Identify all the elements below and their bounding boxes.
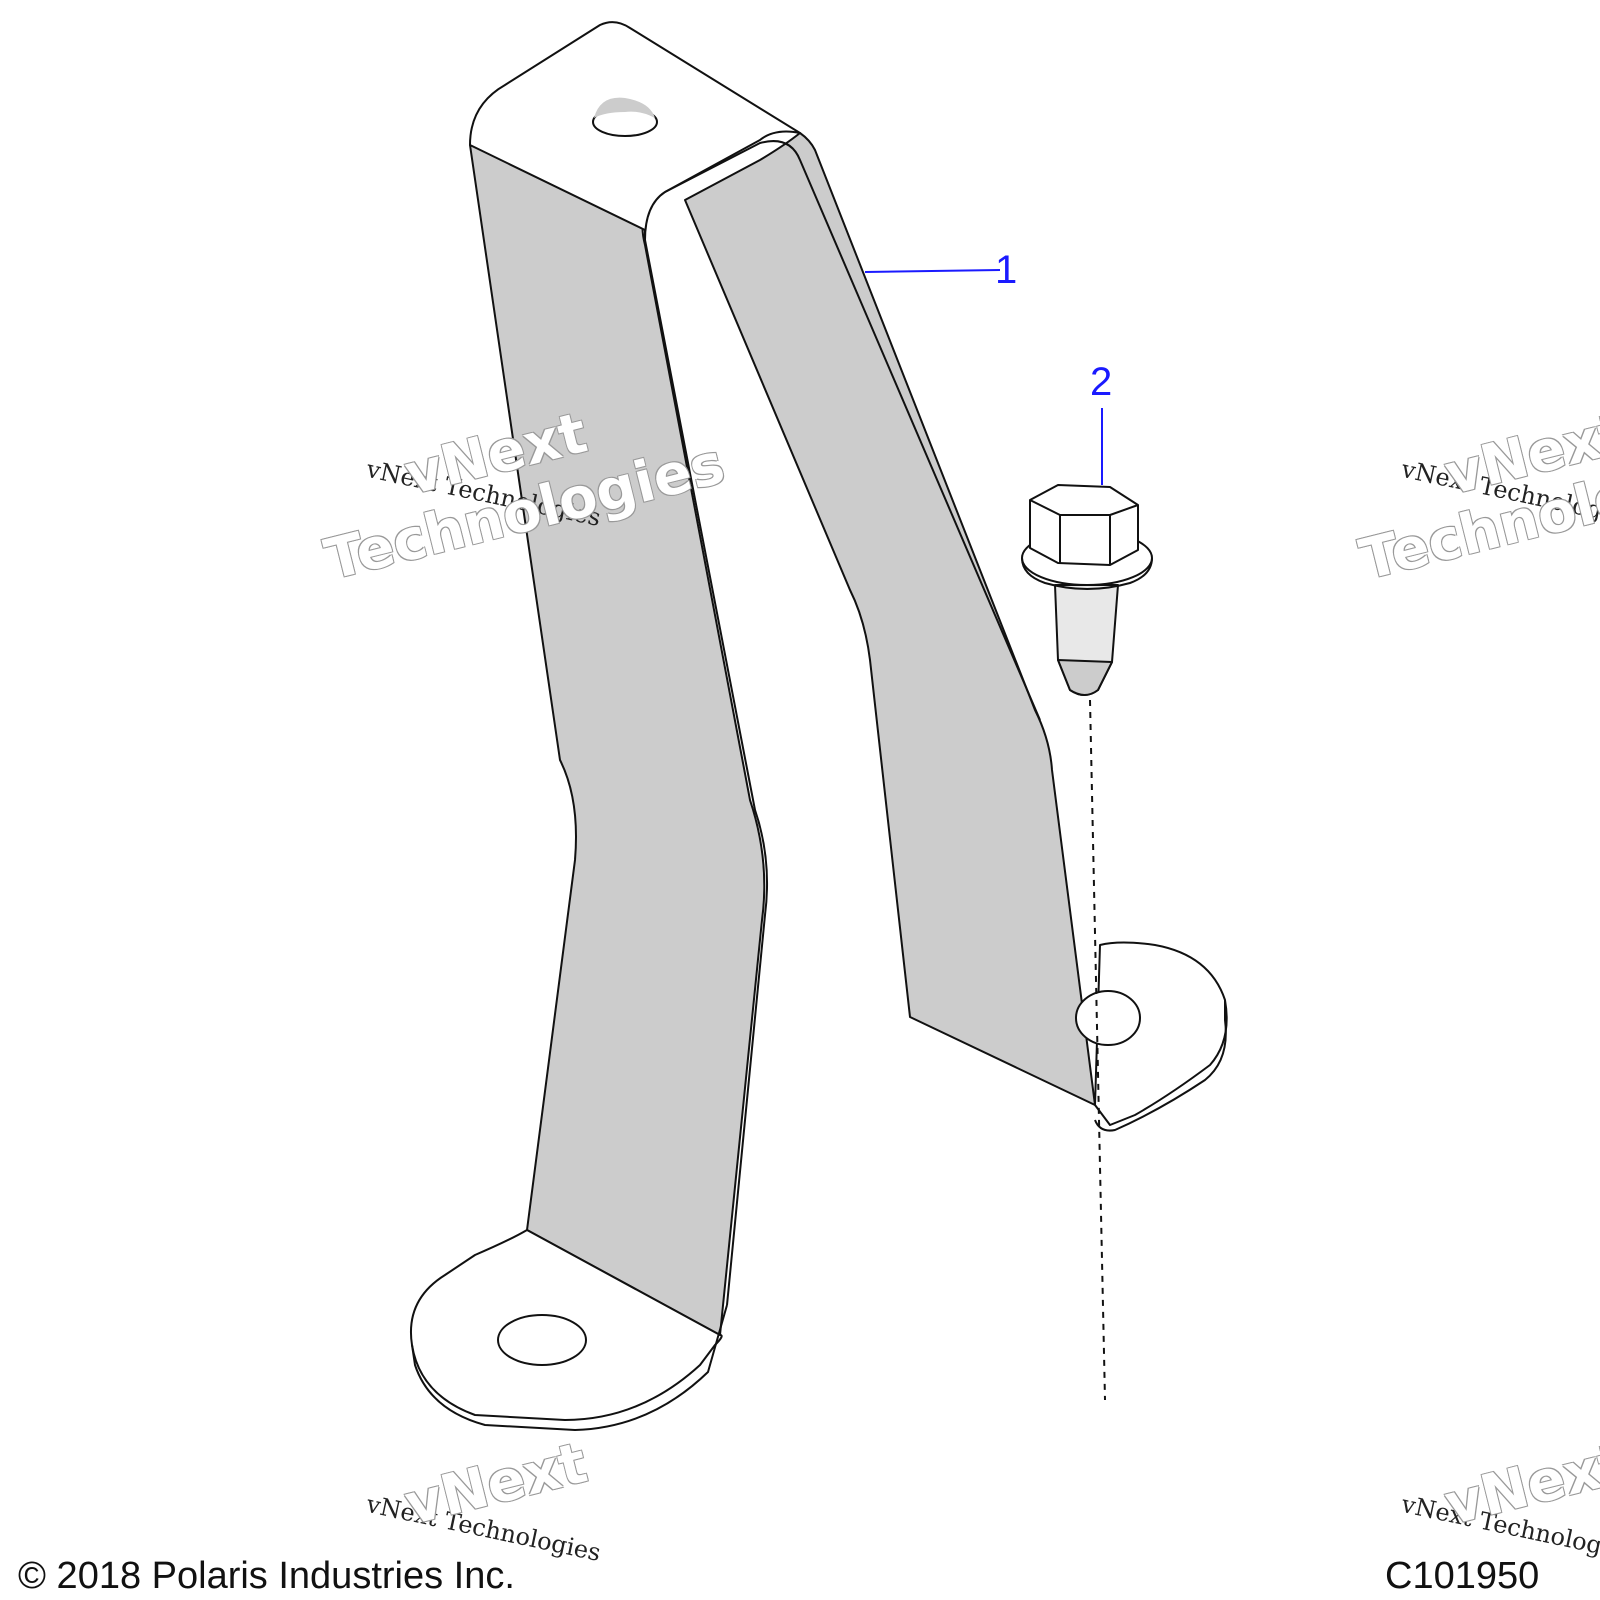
bracket-left-leg xyxy=(469,144,766,1336)
annotations xyxy=(864,269,1106,1401)
bolt-flange-edge xyxy=(1021,557,1153,590)
leader-line-1 xyxy=(864,269,1001,273)
bracket-right-foot-edge xyxy=(1094,1000,1227,1132)
bracket-left-edge xyxy=(644,239,769,1306)
bracket-left-foot-edge xyxy=(411,1304,728,1431)
bracket-part[interactable] xyxy=(410,21,1228,1431)
bolt-part[interactable] xyxy=(1021,484,1153,696)
callout-2[interactable]: 2 xyxy=(1090,360,1113,404)
bolt-hex-head xyxy=(1029,484,1139,566)
callout-1[interactable]: 1 xyxy=(995,248,1018,292)
bracket-hole-top-shade xyxy=(594,97,655,118)
bracket-inner-edge xyxy=(664,140,1041,721)
bolt-hex-edges xyxy=(1029,499,1139,565)
copyright-text: © 2018 Polaris Industries Inc. xyxy=(18,1555,515,1597)
bolt-tip-shade xyxy=(1057,659,1113,696)
bracket-hole-bottom-left[interactable] xyxy=(497,1314,587,1366)
figure-code: C101950 xyxy=(1385,1555,1540,1597)
bracket-hole-bottom-right[interactable] xyxy=(1075,990,1141,1046)
centerline xyxy=(1089,699,1106,1401)
bracket-right-face xyxy=(684,132,1096,1106)
